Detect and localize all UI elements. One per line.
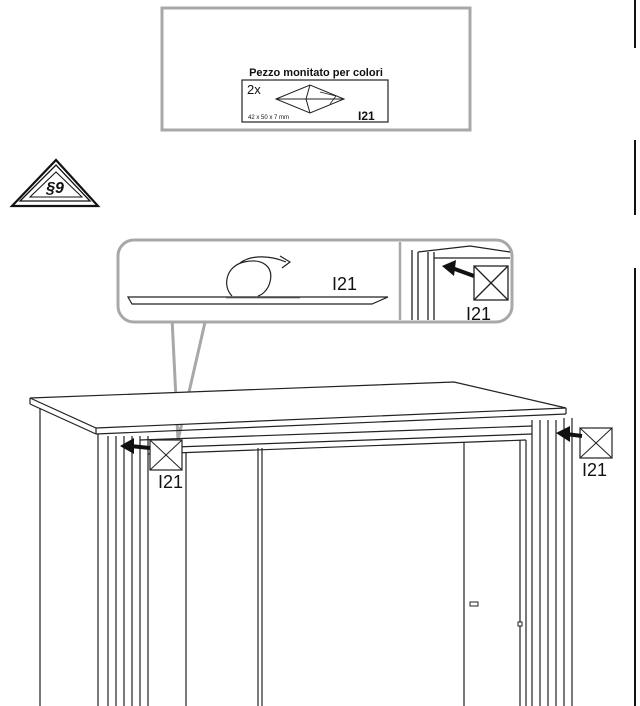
wardrobe-top [29, 381, 567, 429]
part-code: I21 [358, 109, 375, 123]
callout-label-peel: I21 [332, 274, 357, 294]
main-label-left: I21 [158, 472, 183, 492]
parts-box-header: Pezzo monitato per colori [249, 67, 383, 79]
parts-box: Pezzo monitato per colori 2x 42 x 50 x 7… [160, 6, 472, 132]
insert-arrow-icon [442, 260, 475, 278]
callout-label-insert: I21 [466, 304, 491, 324]
detail-callout: I21 I21 [116, 238, 514, 441]
main-label-right: I21 [582, 460, 607, 480]
door-handle [517, 621, 523, 627]
insert-pad-illustration [411, 245, 511, 320]
step-badge: §9 [9, 158, 101, 208]
part-quantity: 2x [247, 82, 261, 97]
adhesive-pad-icon [274, 84, 346, 114]
arrow-right-icon [556, 426, 583, 442]
peel-backing-illustration [126, 255, 389, 305]
step-number: §9 [45, 180, 64, 197]
pad-right [579, 427, 613, 459]
pad-left [149, 439, 183, 471]
arrow-left-icon [120, 438, 151, 454]
door-handle [469, 601, 479, 607]
part-dimensions: 42 x 50 x 7 mm [248, 115, 289, 121]
wardrobe [29, 381, 573, 706]
